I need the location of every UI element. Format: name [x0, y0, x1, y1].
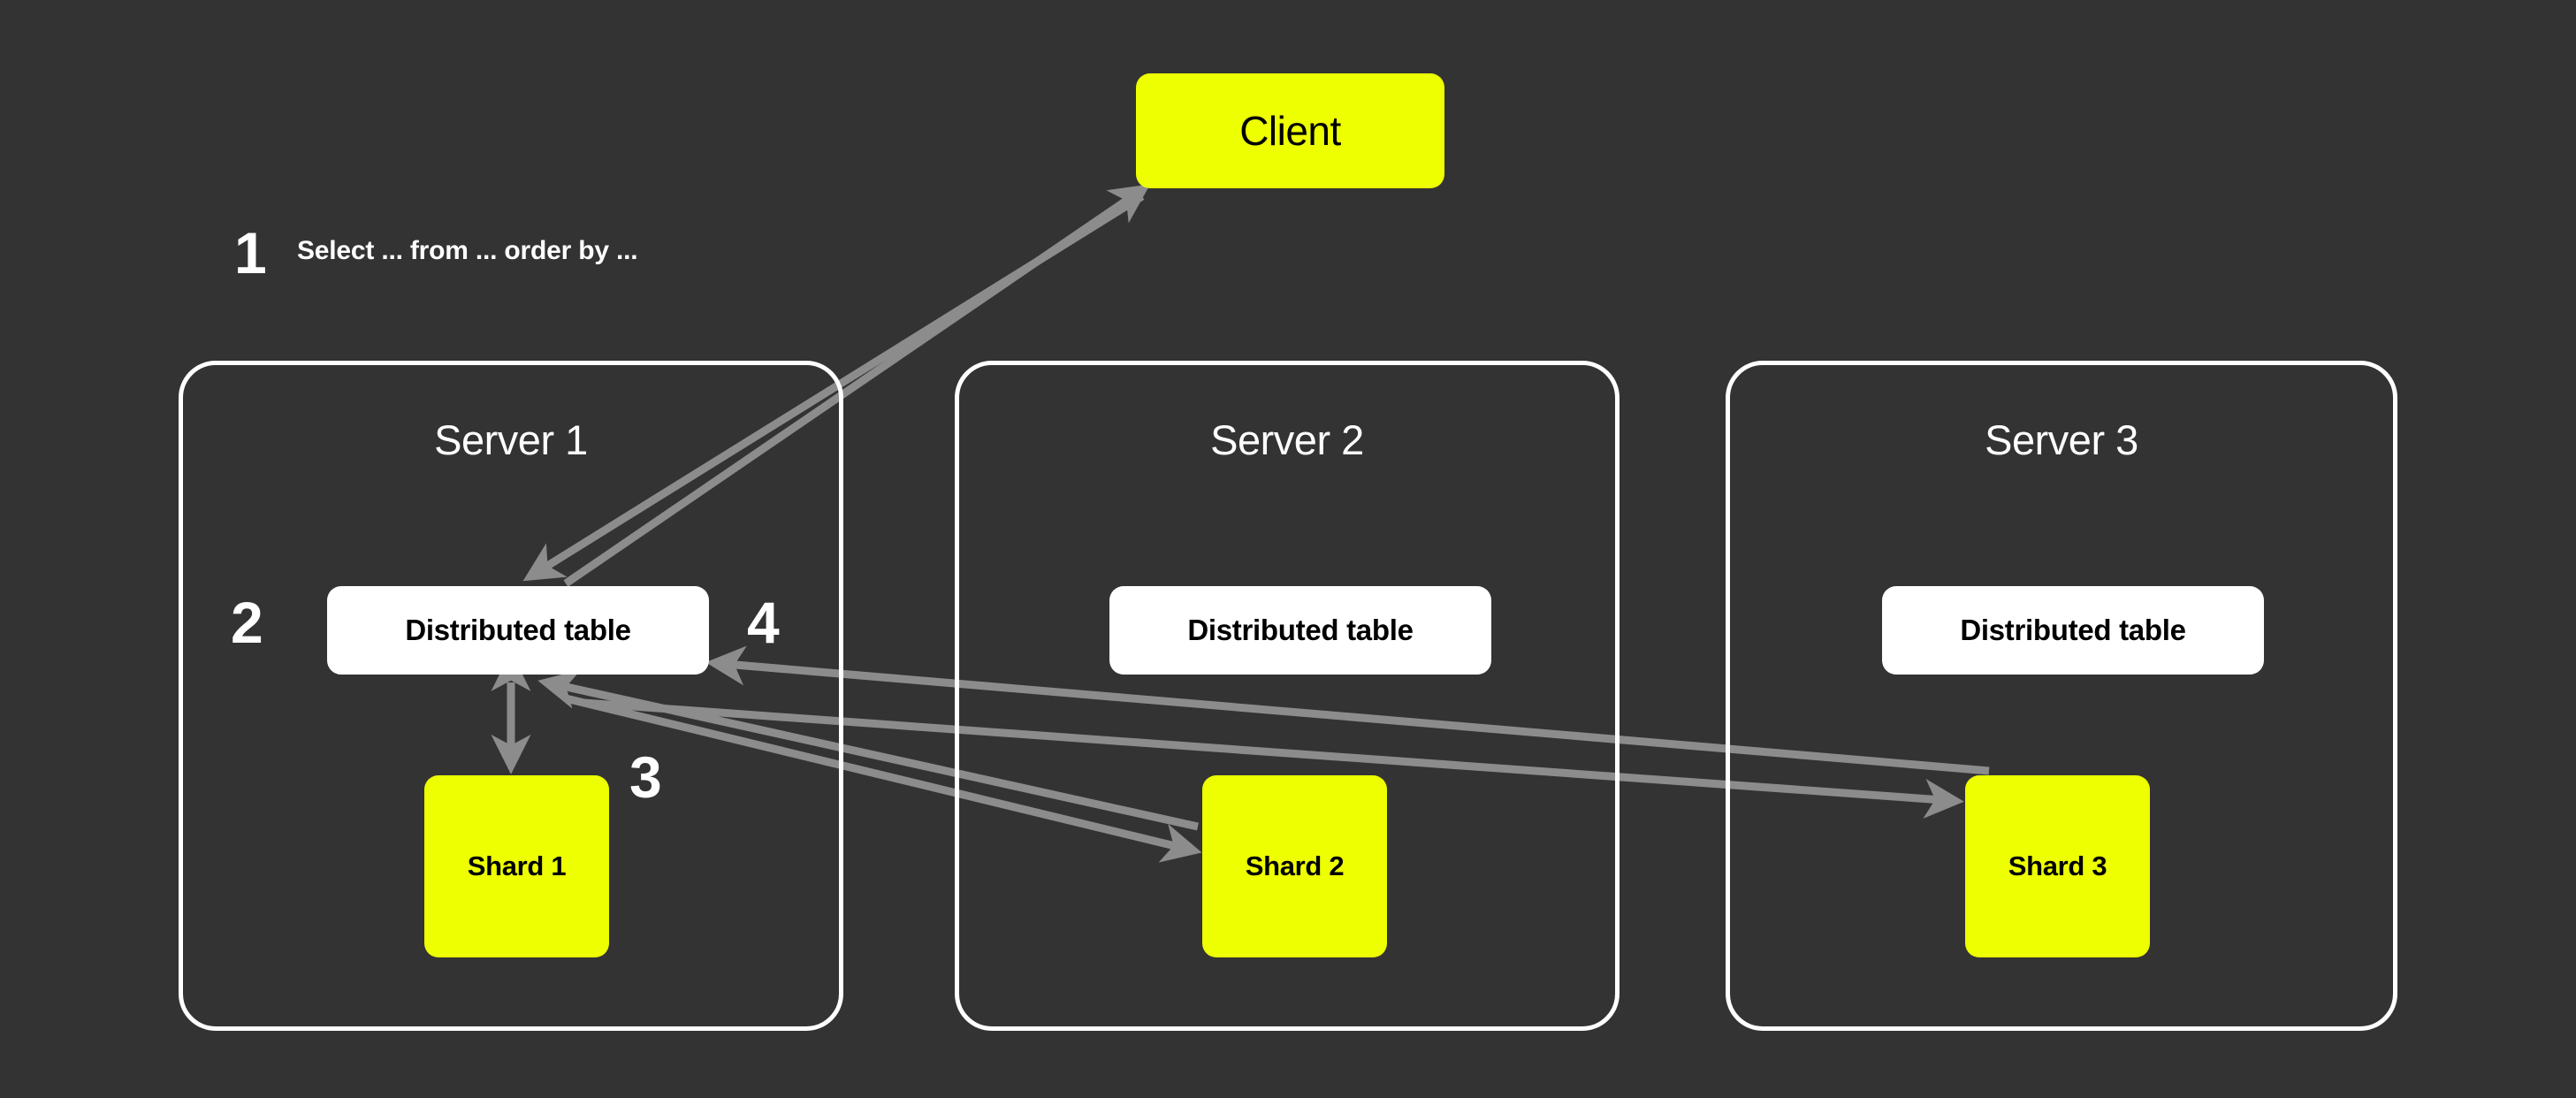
server-title-2: Server 2: [1210, 416, 1364, 463]
server-title-3: Server 3: [1985, 416, 2138, 463]
step-number-4: 4: [747, 590, 780, 655]
distributed-table-1[interactable]: Distributed table: [327, 586, 709, 675]
shard-node-2[interactable]: Shard 2: [1202, 775, 1387, 957]
step-number-2: 2: [231, 590, 263, 655]
client-node[interactable]: Client: [1136, 73, 1444, 188]
server-container-3: Server 3 Distributed table Shard 3: [1726, 361, 2397, 1031]
distributed-table-3[interactable]: Distributed table: [1882, 586, 2264, 675]
server-container-2: Server 2 Distributed table Shard 2: [955, 361, 1620, 1031]
shard-node-1[interactable]: Shard 1: [424, 775, 609, 957]
step-1-query-text: Select ... from ... order by ...: [297, 236, 638, 265]
step-number-1: 1: [234, 220, 267, 286]
step-number-3: 3: [629, 744, 662, 810]
server-container-1: Server 1 Distributed table Shard 1: [179, 361, 843, 1031]
distributed-table-2[interactable]: Distributed table: [1109, 586, 1491, 675]
server-title-1: Server 1: [434, 416, 588, 463]
shard-node-3[interactable]: Shard 3: [1965, 775, 2150, 957]
